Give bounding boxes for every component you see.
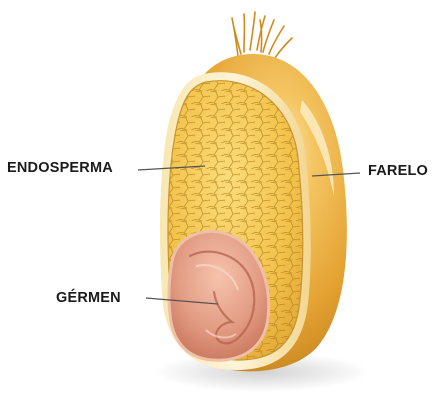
germen-label: GÉRMEN <box>56 290 121 306</box>
farelo-label: FARELO <box>368 163 428 179</box>
endosperma-label: ENDOSPERMA <box>7 160 113 176</box>
grain-hairs <box>232 12 292 58</box>
